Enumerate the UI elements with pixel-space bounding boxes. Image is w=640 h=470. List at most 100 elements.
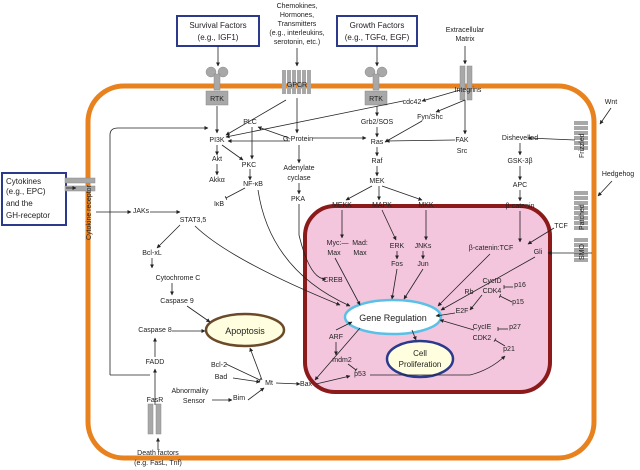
extracellular-matrix-label: Extracellular Matrix [446, 27, 485, 43]
node-adenylate-cyclase: Adenylate cyclase [283, 165, 314, 182]
node-creb: CREB [323, 277, 343, 284]
node-p53: p53 [354, 371, 366, 378]
svg-text:Gene Regulation: Gene Regulation [359, 313, 427, 323]
svg-text:Integrins: Integrins [455, 87, 482, 94]
gpcr-receptor: GPCR [282, 70, 311, 94]
node-akt: Akt [212, 156, 222, 163]
node-casp8: Caspase 8 [138, 327, 172, 334]
node-abnormality-sensor: Abnormality Sensor [172, 388, 209, 405]
node-rb: Rb [465, 289, 474, 296]
svg-text:RTK: RTK [369, 96, 383, 103]
svg-text:Transmitters: Transmitters [278, 21, 317, 28]
svg-text:serotonin, etc.): serotonin, etc.) [274, 39, 320, 46]
node-fyn-shc: Fyn/Shc [417, 114, 443, 121]
patched-receptor: Patched [574, 191, 588, 230]
cell-proliferation-node: Cell Proliferation [385, 339, 455, 379]
node-bcatenin: β-catenin [506, 203, 535, 210]
chemokines-label: Chemokines, Hormones, Transmitters (e.g.… [269, 3, 324, 46]
node-casp9: Caspase 9 [160, 298, 194, 305]
node-mek: MEK [369, 178, 385, 185]
cytokine-receptor: Cytokine receptor [64, 177, 96, 240]
nucleus [303, 204, 552, 394]
svg-text:Chemokines,: Chemokines, [277, 3, 318, 10]
frizzled-receptor: Frizzled [574, 121, 588, 158]
node-p16: p16 [514, 282, 526, 289]
cytokines-box: Cytokines (e.g., EPC) and the GH-recepto… [1, 172, 67, 226]
node-arf: ARF [329, 334, 343, 341]
node-cdk4: CDK4 [483, 288, 502, 295]
node-p21: p21 [503, 346, 515, 353]
node-mapk: MAPK [372, 202, 392, 209]
svg-text:Death factors: Death factors [137, 450, 179, 457]
node-pi3k: PI3K [209, 137, 225, 144]
svg-text:Abnormality: Abnormality [172, 388, 209, 395]
svg-text:Frizzled: Frizzled [579, 133, 586, 158]
node-apc: APC [513, 182, 527, 189]
wnt-label: Wnt [605, 99, 618, 106]
node-fos: Fos [391, 261, 403, 268]
smo-receptor: SMO [574, 238, 588, 262]
svg-text:RTK: RTK [210, 96, 224, 103]
node-ikb: IκB [214, 201, 224, 208]
node-bcatenin-tcf: β-catenin:TCF [469, 245, 513, 252]
node-fadd: FADD [146, 359, 165, 366]
death-factors-label: Death factors (e.g. FasL, Tnf) [134, 450, 182, 467]
node-e2f: E2F [456, 308, 469, 315]
survival-factors-box: Survival Factors (e.g., IGF1) [176, 15, 260, 47]
svg-text:Adenylate: Adenylate [283, 165, 314, 172]
svg-text:Myc:: Myc: [327, 240, 342, 247]
node-gprotein: G-Protein [283, 136, 313, 143]
node-bim: Bim [233, 395, 245, 402]
node-ras: Ras [371, 139, 384, 146]
node-p15: p15 [512, 299, 524, 306]
svg-text:Growth Factors: Growth Factors [350, 21, 405, 30]
node-mkk: MKK [418, 202, 434, 209]
integrins-receptor: Integrins [455, 65, 482, 101]
node-plc: PLC [243, 119, 257, 126]
svg-text:Extracellular: Extracellular [446, 27, 485, 34]
pathway-edges [66, 46, 613, 450]
node-cyce: CycIE [473, 324, 492, 331]
node-mekk: MEKK [332, 202, 352, 209]
node-mdm2: mdm2 [332, 357, 352, 364]
svg-text:Survival Factors: Survival Factors [189, 21, 246, 30]
svg-text:Max: Max [327, 250, 341, 257]
hedgehog-label: Hedgehog [602, 171, 634, 178]
growth-factors-box: Growth Factors (e.g., TGFα, EGF) [336, 15, 418, 47]
node-stat35: STAT3,5 [180, 217, 207, 224]
node-bcl2: Bcl-2 [211, 362, 227, 369]
node-akka: Akkα [209, 177, 225, 184]
node-nfkb: NF-κB [243, 181, 263, 188]
svg-text:SMO: SMO [579, 244, 586, 261]
svg-text:GH-receptor: GH-receptor [6, 211, 50, 220]
svg-text:(e.g., IGF1): (e.g., IGF1) [198, 33, 239, 42]
svg-text:Sensor: Sensor [183, 398, 206, 405]
node-tcf: TCF [554, 223, 568, 230]
node-erk: ERK [390, 243, 405, 250]
node-mt: Mt [265, 380, 273, 387]
node-jaks: JAKs [133, 208, 150, 215]
node-bad: Bad [215, 374, 228, 381]
node-fak: FAK [455, 137, 469, 144]
node-pkc: PKC [242, 162, 256, 169]
svg-text:Cell: Cell [413, 349, 427, 358]
svg-text:—: — [342, 240, 349, 247]
svg-text:(e.g., interleukins,: (e.g., interleukins, [269, 30, 324, 37]
rtk-right-receptor: RTK [364, 66, 388, 106]
node-jnks: JNKs [415, 243, 432, 250]
node-cytc: Cytochrome C [156, 275, 201, 282]
node-raf: Raf [372, 158, 383, 165]
svg-text:GPCR: GPCR [287, 82, 307, 89]
svg-text:Patched: Patched [579, 204, 586, 230]
svg-text:Max: Max [353, 250, 367, 257]
svg-text:Cytokines: Cytokines [6, 177, 41, 186]
svg-text:Apoptosis: Apoptosis [225, 326, 265, 336]
node-cdc42: cdc42 [403, 99, 422, 106]
node-pka: PKA [291, 196, 305, 203]
svg-text:Proliferation: Proliferation [399, 360, 442, 369]
svg-text:(e.g. FasL, Tnf): (e.g. FasL, Tnf) [134, 460, 182, 467]
node-p27: p27 [509, 324, 521, 331]
rtk-left-receptor: RTK [205, 66, 229, 106]
svg-text:Matrix: Matrix [455, 36, 475, 43]
